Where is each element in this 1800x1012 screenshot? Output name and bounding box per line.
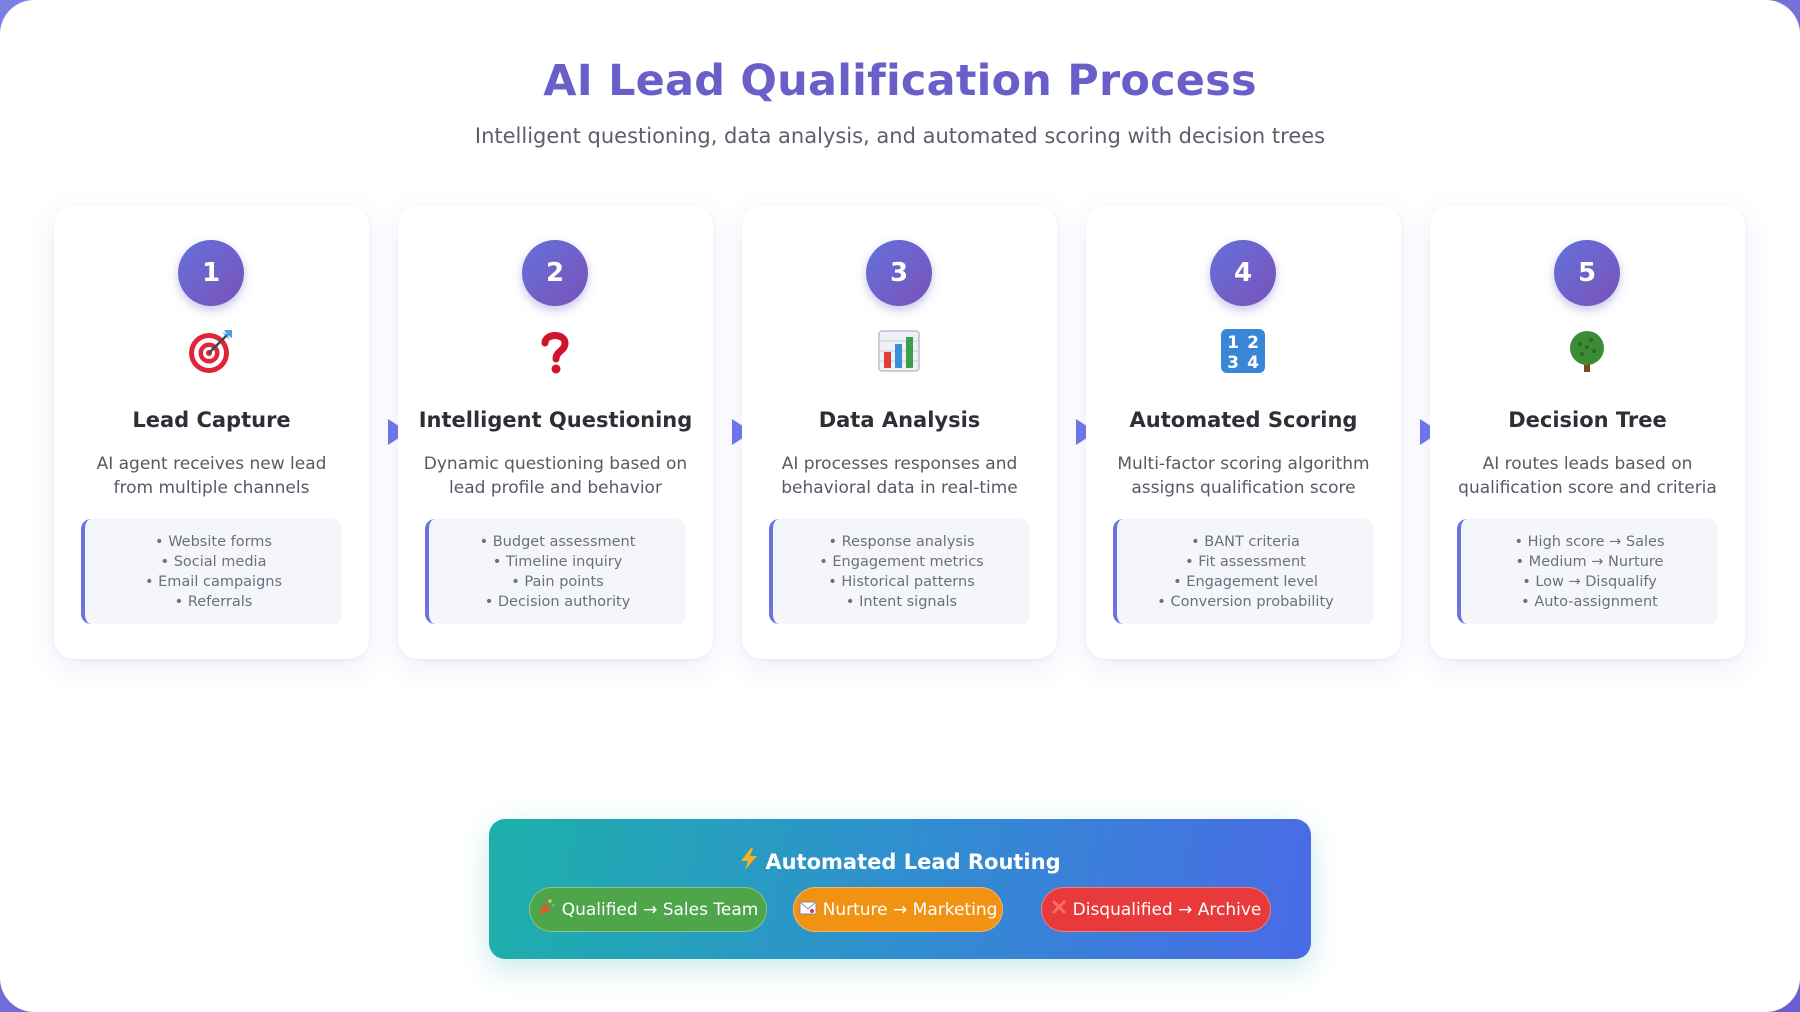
list-item: • Engagement level: [1173, 573, 1318, 590]
list-item: • Low → Disqualify: [1522, 573, 1657, 590]
qualified-route-badge: Qualified → Sales Team: [529, 887, 767, 932]
party-popper-icon: [538, 898, 556, 921]
process-steps: 1 Lead Capture AI agent receives new lea…: [54, 206, 1745, 659]
list-item: • Budget assessment: [479, 533, 636, 550]
route-label: Disqualified → Archive: [1072, 899, 1262, 920]
target-icon: [184, 324, 238, 378]
step-card-automated-scoring: 4 1 2 3 4 Automated Scoring Multi-factor…: [1086, 206, 1401, 659]
svg-text:4: 4: [1247, 353, 1259, 373]
list-item: • Timeline inquiry: [492, 553, 623, 570]
list-item: • Engagement metrics: [819, 553, 984, 570]
step-details-list: • Budget assessment • Timeline inquiry •…: [425, 519, 686, 624]
question-mark-icon: [528, 324, 582, 378]
step-title: Automated Scoring: [1129, 408, 1358, 432]
tree-icon: [1560, 324, 1614, 378]
envelope-icon: [799, 900, 817, 920]
svg-text:2: 2: [1247, 333, 1259, 353]
numbers-icon: 1 2 3 4: [1216, 324, 1270, 378]
svg-text:3: 3: [1227, 353, 1239, 373]
step-description: AI processes responses and behavioral da…: [781, 454, 1018, 498]
routing-title: Automated Lead Routing: [489, 847, 1311, 876]
list-item: • Medium → Nurture: [1515, 553, 1664, 570]
list-item: • Intent signals: [845, 593, 958, 610]
nurture-route-badge: Nurture → Marketing: [793, 887, 1003, 932]
lightning-icon: [739, 847, 759, 876]
cross-mark-icon: [1051, 899, 1067, 920]
route-label: Qualified → Sales Team: [561, 899, 759, 920]
list-item: • Auto-assignment: [1521, 593, 1658, 610]
list-item: • Decision authority: [484, 593, 631, 610]
page-title: AI Lead Qualification Process: [543, 56, 1257, 106]
list-item: • Response analysis: [828, 533, 975, 550]
step-card-decision-tree: 5 Decision Tree AI routes leads based on…: [1430, 206, 1745, 659]
step-number-badge: 3: [866, 240, 932, 306]
step-details-list: • Website forms • Social media • Email c…: [81, 519, 342, 624]
step-card-lead-capture: 1 Lead Capture AI agent receives new lea…: [54, 206, 369, 659]
step-details-list: • BANT criteria • Fit assessment • Engag…: [1113, 519, 1374, 624]
bar-chart-icon: [872, 324, 926, 378]
step-title: Decision Tree: [1508, 408, 1667, 432]
list-item: • Pain points: [511, 573, 604, 590]
step-title: Lead Capture: [132, 408, 291, 432]
list-item: • Social media: [160, 553, 267, 570]
list-item: • BANT criteria: [1191, 533, 1300, 550]
list-item: • Referrals: [174, 593, 253, 610]
step-number-badge: 5: [1554, 240, 1620, 306]
list-item: • Email campaigns: [144, 573, 283, 590]
step-number-badge: 1: [178, 240, 244, 306]
step-description: Dynamic questioning based on lead profil…: [423, 454, 688, 498]
page-subtitle: Intelligent questioning, data analysis, …: [474, 124, 1326, 148]
step-card-data-analysis: 3 Data Analysis AI processes responses a…: [742, 206, 1057, 659]
step-card-intelligent-questioning: 2 Intelligent Questioning Dynamic questi…: [398, 206, 713, 659]
routing-title-text: Automated Lead Routing: [765, 849, 1061, 874]
lead-routing-panel: Automated Lead Routing Qualified → Sales…: [489, 819, 1311, 959]
step-details-list: • Response analysis • Engagement metrics…: [769, 519, 1030, 624]
list-item: • Conversion probability: [1157, 593, 1334, 610]
step-description: AI agent receives new lead from multiple…: [96, 454, 327, 498]
disqualified-route-badge: Disqualified → Archive: [1041, 887, 1271, 932]
list-item: • Historical patterns: [828, 573, 975, 590]
list-item: • Website forms: [155, 533, 272, 550]
step-title: Data Analysis: [818, 408, 981, 432]
step-number-badge: 2: [522, 240, 588, 306]
step-number-badge: 4: [1210, 240, 1276, 306]
list-item: • High score → Sales: [1514, 533, 1665, 550]
route-label: Nurture → Marketing: [822, 899, 998, 920]
step-description: Multi-factor scoring algorithm assigns q…: [1117, 454, 1370, 498]
list-item: • Fit assessment: [1185, 553, 1306, 570]
svg-text:1: 1: [1227, 333, 1239, 353]
step-details-list: • High score → Sales • Medium → Nurture …: [1457, 519, 1718, 624]
step-description: AI routes leads based on qualification s…: [1458, 454, 1717, 498]
step-title: Intelligent Questioning: [418, 408, 693, 432]
